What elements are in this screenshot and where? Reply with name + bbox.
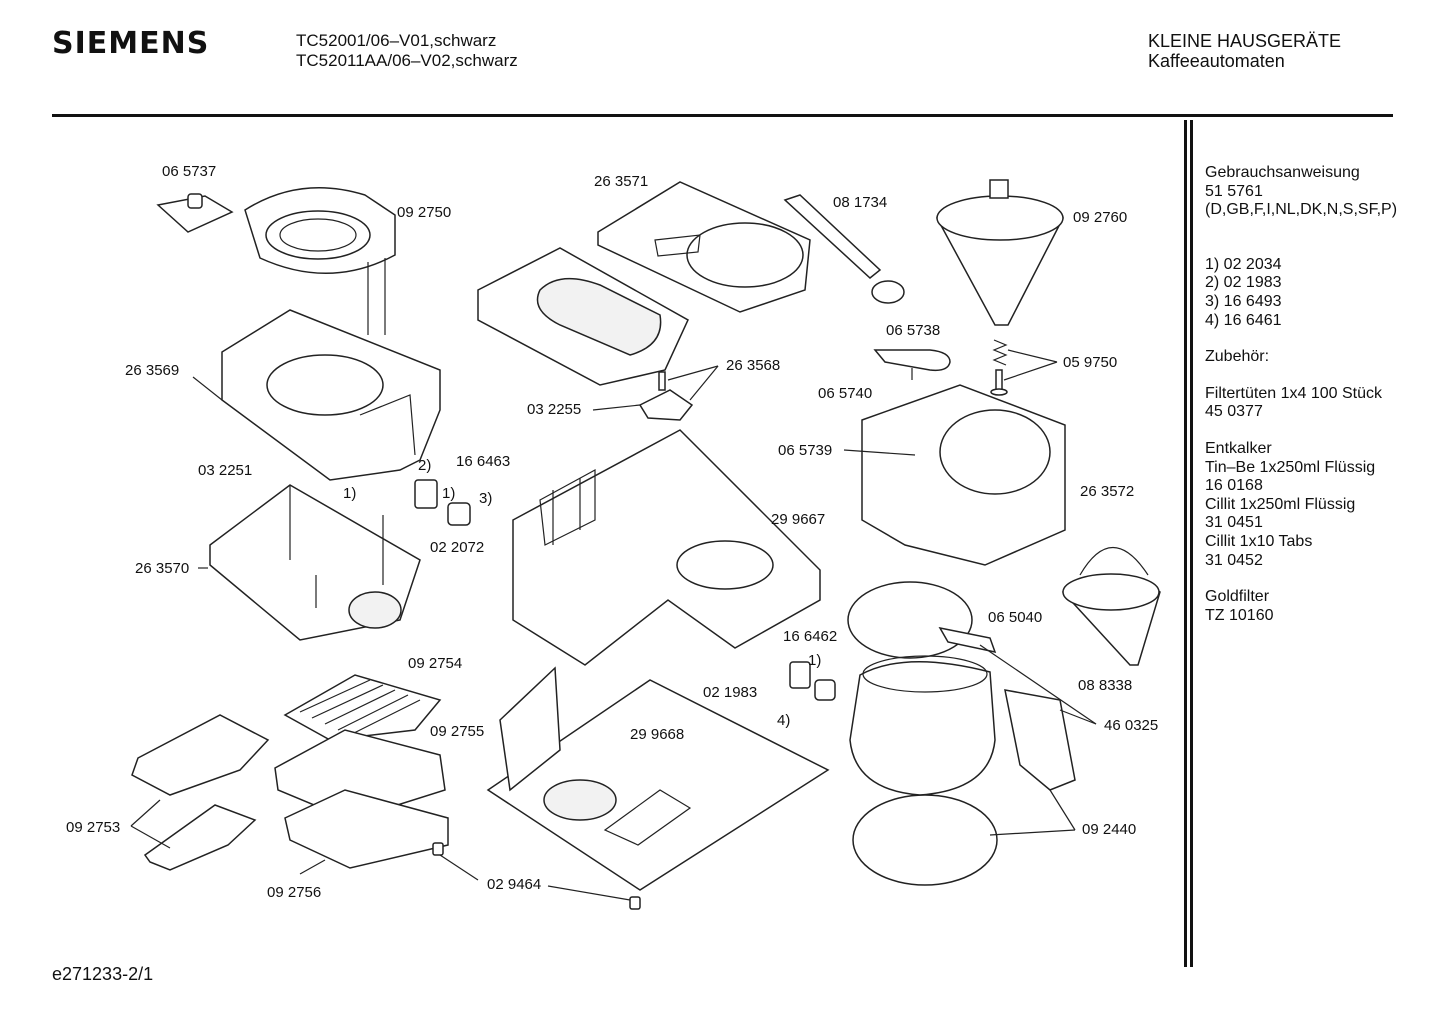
manual-title: Gebrauchsanweisung	[1205, 164, 1360, 181]
note-ref-1b: 1)	[442, 485, 455, 502]
goldfilter-title: Goldfilter	[1205, 588, 1270, 606]
part-feet-drawing	[432, 842, 641, 910]
descaler-1-name: Tin–Be 1x250ml Flüssig	[1205, 458, 1376, 476]
part-labels: 06 5737 09 2750 26 3571 08 1734 09 2760 …	[66, 163, 1158, 901]
label-09-2753: 09 2753	[66, 819, 120, 836]
part-tank-cover-drawing	[477, 247, 689, 386]
part-carafe-drawing	[849, 655, 996, 796]
part-filter-cone-drawing	[935, 179, 1064, 326]
sidebar-divider-right	[1190, 120, 1193, 967]
part-gold-filter-drawing	[1061, 547, 1161, 666]
model-line-2: TC52011AA/06–V02,schwarz	[296, 51, 518, 70]
filter-name: Filtertüten 1x4 100 Stück	[1205, 384, 1382, 402]
descaler-2-number: 31 0451	[1205, 514, 1263, 532]
accessories-title: Zubehör:	[1205, 348, 1270, 366]
label-16-6462: 16 6462	[783, 628, 837, 645]
category-heading: KLEINE HAUSGERÄTE Kaffeeautomaten	[1148, 31, 1341, 71]
label-05-9750: 05 9750	[1063, 354, 1117, 371]
sidebar-divider-left	[1184, 120, 1187, 967]
part-lever-drawing	[873, 349, 951, 380]
note-ref-2: 2)	[418, 457, 431, 474]
label-02-2072: 02 2072	[430, 539, 484, 556]
note-1: 1) 02 2034	[1205, 255, 1282, 273]
label-08-8338: 08 8338	[1078, 677, 1132, 694]
label-06-5739: 06 5739	[778, 442, 832, 459]
model-numbers: TC52001/06–V01,schwarz TC52011AA/06–V02,…	[296, 31, 518, 71]
part-drip-grid-drawing	[283, 674, 442, 741]
label-02-1983: 02 1983	[703, 684, 757, 701]
filter-number: 45 0377	[1205, 403, 1263, 421]
leader-lines	[130, 349, 1097, 901]
label-26-3569: 26 3569	[125, 362, 179, 379]
category-line-1: KLEINE HAUSGERÄTE	[1148, 31, 1342, 51]
model-line-1: TC52001/06–V01,schwarz	[296, 31, 497, 50]
part-switch-drawing	[414, 479, 836, 701]
goldfilter-number: TZ 10160	[1205, 606, 1274, 624]
manual-languages: (D,GB,F,I,NL,DK,N,S,SF,P)	[1205, 201, 1398, 219]
note-ref-3: 3)	[479, 490, 492, 507]
part-base-tray-drawing	[209, 484, 421, 641]
note-3: 3) 16 6493	[1205, 292, 1282, 310]
part-drip-box-drawing	[284, 789, 449, 869]
brand-logo: SIEMENS	[52, 26, 210, 61]
part-hinge-drawing	[638, 371, 694, 421]
label-16-6463: 16 6463	[456, 453, 510, 470]
part-reservoir-housing-drawing	[512, 429, 821, 666]
label-29-9668: 29 9668	[630, 726, 684, 743]
label-26-3572: 26 3572	[1080, 483, 1134, 500]
label-29-9667: 29 9667	[771, 511, 825, 528]
part-carafe-ring-drawing	[852, 794, 998, 886]
part-cap-drawing	[156, 193, 234, 233]
label-09-2760: 09 2760	[1073, 209, 1127, 226]
part-top-housing-drawing	[244, 187, 396, 335]
label-06-5738: 06 5738	[886, 322, 940, 339]
part-tray-frame-drawing	[274, 729, 446, 821]
part-measuring-spoon-drawing	[783, 194, 905, 304]
document-id: e271233-2/1	[52, 964, 154, 984]
part-bracket-drawing	[131, 714, 270, 871]
descaler-3-name: Cillit 1x10 Tabs	[1205, 532, 1313, 550]
note-ref-4: 4)	[777, 712, 790, 729]
label-06-5737: 06 5737	[162, 163, 216, 180]
label-06-5040: 06 5040	[988, 609, 1042, 626]
note-4: 4) 16 6461	[1205, 311, 1282, 329]
note-ref-1c: 1)	[808, 652, 821, 669]
note-2: 2) 02 1983	[1205, 274, 1282, 292]
note-ref-1a: 1)	[343, 485, 356, 502]
label-09-2754: 09 2754	[408, 655, 462, 672]
descaler-1-number: 16 0168	[1205, 477, 1263, 495]
category-line-2: Kaffeeautomaten	[1148, 51, 1285, 71]
sidebar-info: Gebrauchsanweisung 51 5761 (D,GB,F,I,NL,…	[1205, 164, 1435, 625]
exploded-parts-diagram: 06 5737 09 2750 26 3571 08 1734 09 2760 …	[66, 163, 1161, 910]
label-03-2251: 03 2251	[198, 462, 252, 479]
label-02-9464: 02 9464	[487, 876, 541, 893]
label-09-2750: 09 2750	[397, 204, 451, 221]
part-carafe-handle-drawing	[1004, 689, 1076, 791]
label-09-2755: 09 2755	[430, 723, 484, 740]
part-main-housing-drawing	[221, 309, 441, 481]
part-valve-spring-drawing	[990, 339, 1008, 396]
label-26-3570: 26 3570	[135, 560, 189, 577]
header-divider	[52, 114, 1393, 117]
descaler-2-name: Cillit 1x250ml Flüssig	[1205, 495, 1356, 513]
descaler-3-number: 31 0452	[1205, 551, 1263, 569]
part-carafe-lid-drawing	[847, 581, 997, 659]
part-base-plate-drawing	[486, 666, 830, 891]
label-26-3568: 26 3568	[726, 357, 780, 374]
label-08-1734: 08 1734	[833, 194, 887, 211]
manual-number: 51 5761	[1205, 182, 1263, 200]
descaler-title: Entkalker	[1205, 439, 1272, 457]
part-lid-drawing	[597, 181, 811, 313]
label-03-2255: 03 2255	[527, 401, 581, 418]
part-filter-housing-drawing	[861, 384, 1066, 566]
label-09-2440: 09 2440	[1082, 821, 1136, 838]
label-26-3571: 26 3571	[594, 173, 648, 190]
label-46-0325: 46 0325	[1104, 717, 1158, 734]
label-06-5740: 06 5740	[818, 385, 872, 402]
label-09-2756: 09 2756	[267, 884, 321, 901]
